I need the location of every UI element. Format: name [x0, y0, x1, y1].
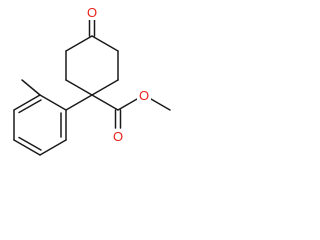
ketone-oxygen-atom: O	[85, 5, 99, 20]
ring-bond	[39, 139, 67, 156]
molecule-diagram: O O O	[0, 0, 188, 164]
ring-bond	[65, 79, 93, 96]
cyclohexanone-ring	[65, 35, 119, 96]
ketone-oxygen-label: O	[87, 5, 97, 20]
ring-bond	[91, 79, 119, 96]
methyl-bond	[21, 79, 41, 96]
ring-bond	[39, 94, 67, 111]
structure-svg: O O O	[13, 5, 171, 156]
aromatic-inner-bond	[18, 136, 42, 151]
carbonyl-oxygen-atom: O	[111, 129, 125, 144]
quaternary-to-aryl-bond	[65, 94, 93, 111]
benzene-ring	[13, 94, 67, 156]
ring-bond	[65, 35, 93, 52]
ring-bond	[13, 139, 41, 156]
aromatic-inner-bond	[18, 99, 42, 114]
ring-bond	[13, 94, 41, 111]
ring-bond	[91, 35, 119, 52]
ester-oxygen-atom: O	[137, 88, 151, 103]
ketone-double-bond	[88, 19, 96, 37]
carbonyl-oxygen-label: O	[113, 129, 123, 144]
ester-oxygen-label: O	[139, 88, 149, 103]
quaternary-to-ester-bond	[91, 94, 119, 111]
